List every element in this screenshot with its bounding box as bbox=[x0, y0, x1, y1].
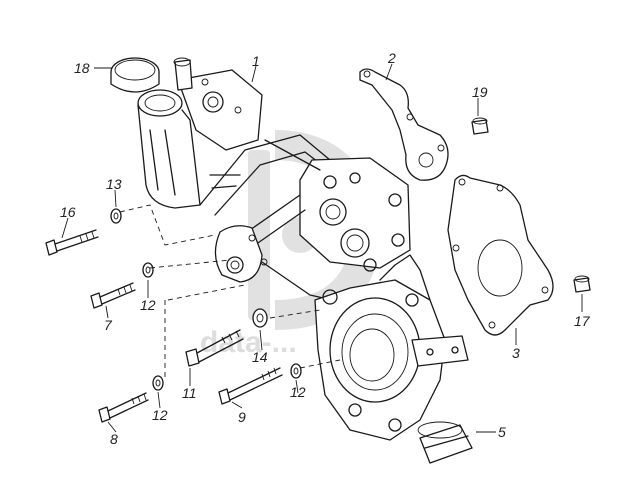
callout-14: 14 bbox=[252, 349, 268, 365]
part-13-washer bbox=[110, 208, 122, 224]
callout-12-b: 12 bbox=[152, 407, 168, 423]
callout-16: 16 bbox=[60, 204, 76, 220]
part-12-washer-a bbox=[142, 262, 154, 278]
part-18-plug bbox=[110, 57, 160, 93]
callout-1: 1 bbox=[252, 53, 260, 69]
callout-12-a: 12 bbox=[140, 297, 156, 313]
callout-17: 17 bbox=[574, 313, 591, 329]
part-19-nut bbox=[471, 117, 489, 135]
part-11-bolt bbox=[185, 329, 244, 367]
callout-9: 9 bbox=[238, 409, 246, 425]
callout-5: 5 bbox=[498, 424, 506, 440]
housing-flange bbox=[214, 225, 333, 301]
part-12-washer-b bbox=[152, 375, 164, 391]
callout-18: 18 bbox=[74, 60, 90, 76]
part-14-washer bbox=[252, 308, 268, 328]
part-cover-casing bbox=[314, 254, 469, 441]
part-1-housing bbox=[137, 57, 411, 272]
callout-3: 3 bbox=[512, 345, 520, 361]
part-3-gasket bbox=[447, 174, 554, 336]
callout-19: 19 bbox=[472, 84, 488, 100]
part-17-nut bbox=[573, 275, 591, 293]
part-5-seal bbox=[417, 421, 473, 464]
part-16-bolt bbox=[45, 229, 99, 256]
part-12-washer-c bbox=[290, 363, 302, 379]
part-8-bolt bbox=[98, 392, 149, 423]
callout-8: 8 bbox=[110, 431, 118, 447]
callout-11: 11 bbox=[182, 385, 197, 401]
part-9-bolt bbox=[218, 367, 283, 405]
callout-12-c: 12 bbox=[290, 384, 306, 400]
part-2-gasket bbox=[359, 68, 449, 181]
part-7-bolt bbox=[90, 282, 136, 309]
callout-7: 7 bbox=[104, 317, 113, 333]
leader-lines bbox=[61, 63, 583, 433]
callout-13: 13 bbox=[106, 176, 122, 192]
assembly-lines bbox=[119, 204, 341, 380]
callout-2: 2 bbox=[387, 50, 396, 66]
